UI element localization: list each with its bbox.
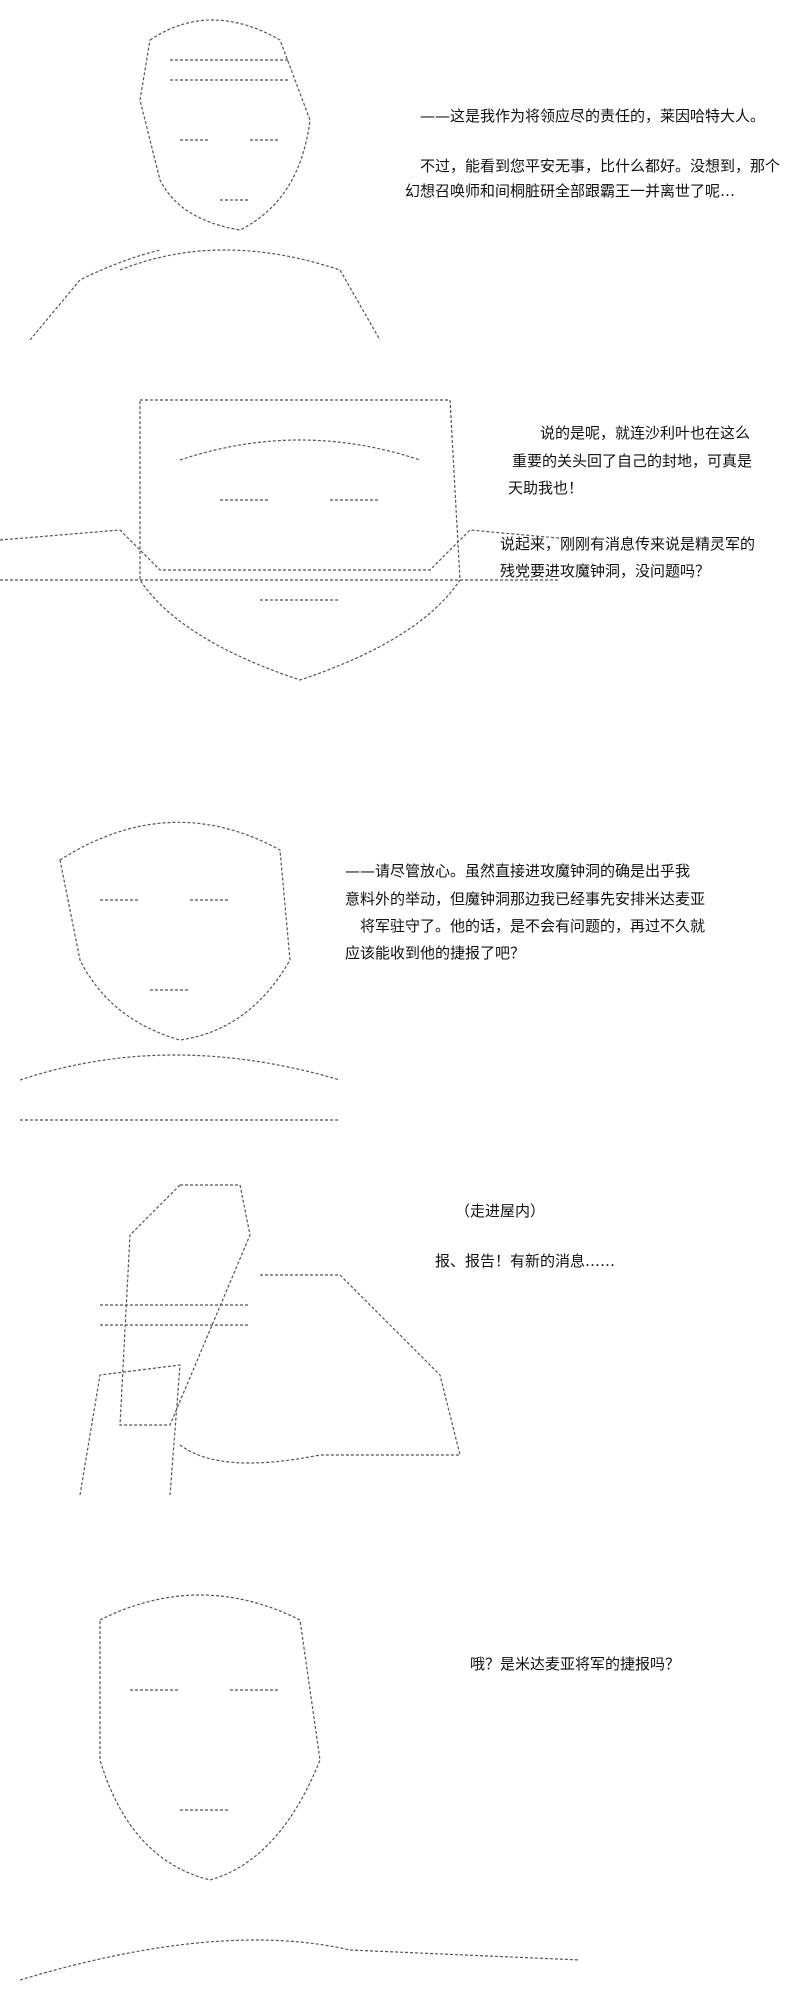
dialogue-line: 幻想召唤师和间桐脏研全部跟霸王一并离世了呢… <box>405 182 736 200</box>
dialogue-line: 说起来，刚刚有消息传来说是精灵军的 <box>500 535 756 553</box>
character-ascii-art-2 <box>0 380 581 784</box>
dialogue-line: 重要的关头回了自己的封地，可真是 <box>512 452 753 470</box>
dialogue-line: ——请尽管放心。虽然直接进攻魔钟洞的确是出乎我 <box>345 862 691 880</box>
dialogue-line: 哦？是米达麦亚将军的捷报吗？ <box>470 1655 681 1673</box>
stage-direction: （走进屋内） <box>455 1202 546 1220</box>
dialogue-line: 天助我也！ <box>508 479 584 497</box>
dialogue-line: 意料外的举动，但魔钟洞那边我已经事先安排米达麦亚 <box>345 890 706 908</box>
character-ascii-art-3 <box>19 800 360 1134</box>
dialogue-line: 说的是呢，就连沙利叶也在这么 <box>540 424 751 442</box>
dialogue-line: 将军驻守了。他的话，是不会有问题的，再过不久就 <box>360 917 706 935</box>
character-ascii-art-5 <box>19 1580 581 2000</box>
character-ascii-art-1 <box>20 0 400 344</box>
dialogue-line: 不过，能看到您平安无事，比什么都好。没想到，那个 <box>420 157 781 175</box>
dialogue-line: 报、报告！有新的消息…… <box>435 1252 616 1270</box>
dialogue-line: 残党要进攻魔钟洞，没问题吗？ <box>500 562 711 580</box>
armored-soldier-ascii-art <box>20 1175 480 1499</box>
dialogue-line: ——这是我作为将领应尽的责任的，莱因哈特大人。 <box>420 107 766 125</box>
dialogue-line: 应该能收到他的捷报了吧？ <box>345 944 526 962</box>
